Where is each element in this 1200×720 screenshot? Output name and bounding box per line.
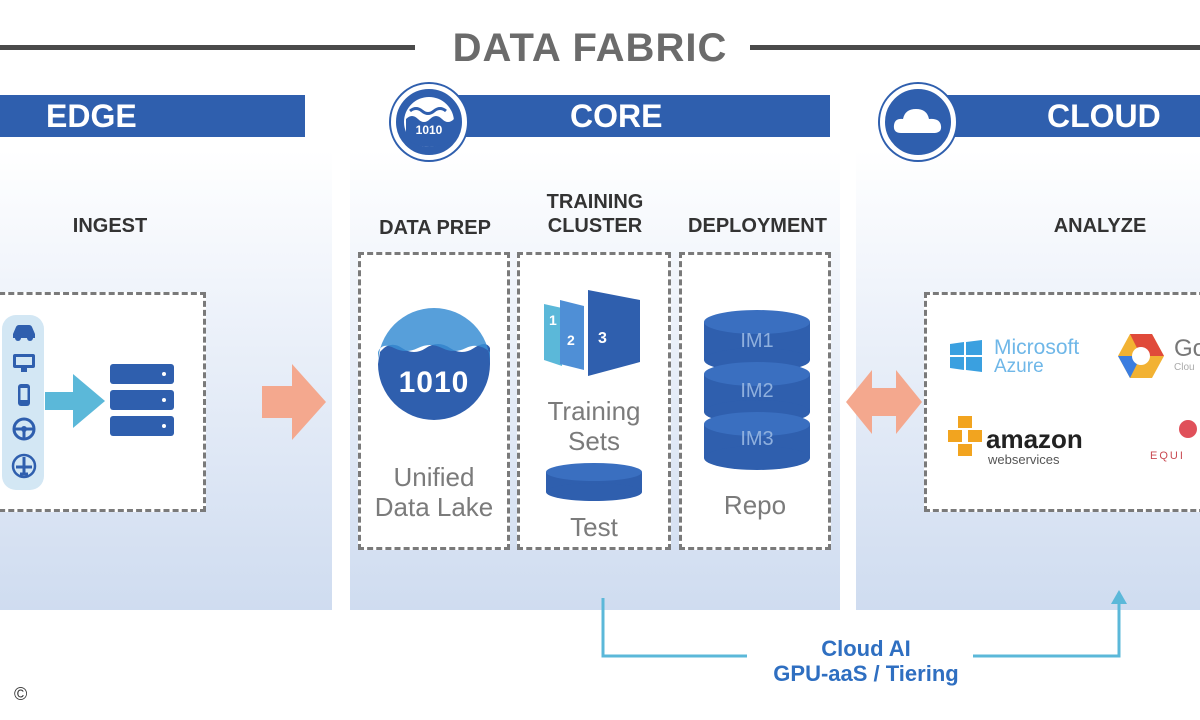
core-bar: CORE: [420, 95, 830, 137]
aws-logo-icon: [948, 416, 982, 456]
webservices-logo-text: webservices: [988, 452, 1060, 467]
fabric-line-right: [750, 45, 1200, 50]
amazon-logo-text: amazon: [986, 424, 1083, 454]
edge-bar: EDGE: [0, 95, 305, 137]
ingest-arrow-icon: [45, 374, 105, 428]
data-lake-icon: [378, 308, 490, 420]
deployment-label: DEPLOYMENT: [688, 215, 827, 237]
cloud-icon: [893, 109, 942, 133]
azure-logo-line1: Microsoft: [994, 336, 1080, 359]
water-badge-icon: [404, 97, 454, 147]
core-label: CORE: [570, 98, 663, 134]
training-cluster-label: TRAINING CLUSTER: [546, 191, 644, 237]
google-cloud-logo-icon: [1118, 334, 1164, 378]
cloud-ai-connector: [601, 590, 1127, 658]
copyright-mark: ©: [14, 684, 28, 704]
data-lake-label-1: Unified: [393, 462, 475, 492]
repo-image-1: IM1: [740, 330, 774, 352]
training-layer-1: 1: [549, 312, 557, 328]
test-disk-icon: [546, 463, 642, 501]
cloud-badge: [880, 84, 956, 160]
windows-logo-icon: [950, 340, 982, 372]
training-layer-3: 3: [598, 330, 607, 347]
core-badge: 1010: [391, 84, 467, 160]
google-logo-subtext: Clou: [1174, 362, 1195, 373]
core-badge-text: 1010: [415, 123, 443, 137]
data-prep-box: [358, 252, 510, 550]
google-logo-text: Go: [1174, 335, 1200, 362]
repo-image-2: IM2: [740, 380, 774, 402]
core-cloud-double-arrow: [846, 370, 922, 434]
training-sets-label-1: Training: [547, 396, 641, 426]
gpu-tiering-label: GPU-aaS / Tiering: [773, 661, 959, 686]
equinix-logo-text: EQUI: [1150, 450, 1185, 462]
data-lake-logo-text: 1010: [398, 366, 470, 399]
ingest-label: INGEST: [72, 215, 148, 237]
fabric-line-left: [0, 45, 415, 50]
test-label: Test: [570, 512, 618, 542]
steering-wheel-icon: [12, 417, 36, 441]
server-stack-icon: [110, 364, 174, 436]
cloud-label: CLOUD: [1047, 98, 1161, 134]
equinix-logo-icon: [1179, 420, 1197, 438]
repo-label: Repo: [723, 490, 787, 520]
analyze-label: ANALYZE: [1053, 215, 1147, 237]
training-layers-icon: [544, 290, 640, 376]
edge-to-core-arrow: [262, 364, 326, 440]
database-icon: [704, 310, 810, 470]
edge-label: EDGE: [46, 98, 137, 134]
airplane-icon: [11, 453, 37, 479]
cloud-ai-label: Cloud AI: [821, 636, 911, 661]
monitor-icon: [13, 354, 35, 372]
repo-image-3: IM3: [740, 428, 774, 450]
page-title: DATA FABRIC: [452, 26, 728, 70]
analyze-box: [924, 292, 1200, 512]
cloud-bar: CLOUD: [930, 95, 1200, 137]
training-layer-2: 2: [567, 332, 575, 348]
training-sets-label-2: Sets: [567, 426, 621, 456]
mobile-icon: [18, 384, 30, 406]
data-prep-label: DATA PREP: [379, 217, 491, 239]
car-icon: [13, 325, 35, 341]
azure-logo-line2: Azure: [994, 356, 1044, 377]
data-lake-label-2: Data Lake: [374, 492, 494, 522]
